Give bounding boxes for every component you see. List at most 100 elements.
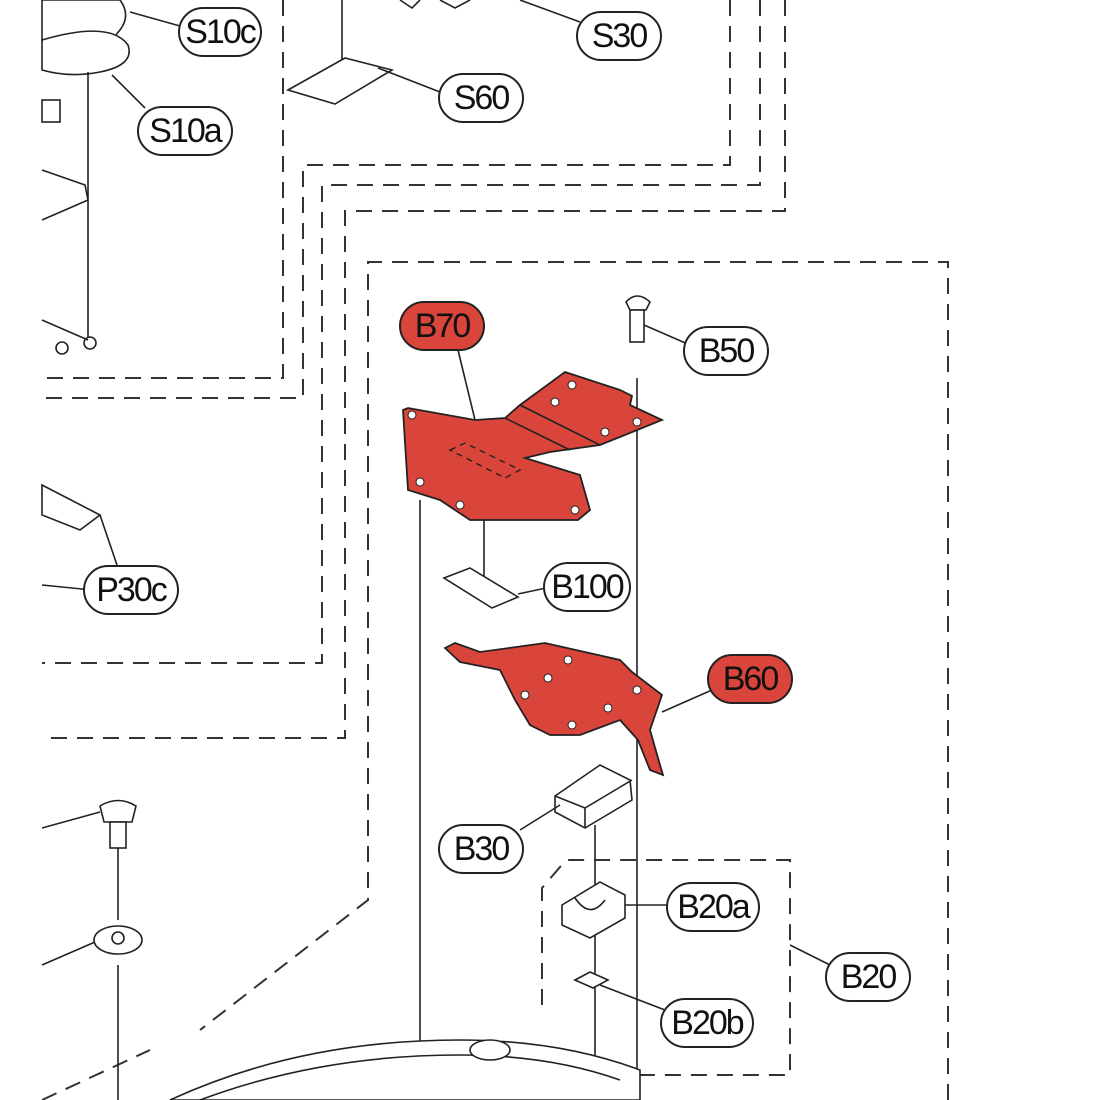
diagram-shape	[561, 881, 626, 939]
diagram-shape	[600, 427, 610, 437]
p30c-part	[41, 483, 102, 531]
callout-label: B20a	[677, 888, 750, 926]
b30-block	[519, 764, 633, 831]
screw-head-left	[99, 799, 137, 823]
b20a-clip	[561, 881, 670, 939]
callout-S10a: S10a	[137, 106, 233, 156]
callout-B50: B50	[683, 326, 769, 376]
b-parts	[169, 295, 831, 1100]
screw-shank-left	[109, 821, 127, 849]
diagram-shape	[554, 764, 633, 829]
callout-label: B100	[551, 568, 623, 606]
diagram-shape	[415, 477, 425, 487]
diagram-shape	[402, 371, 665, 521]
leader-b30	[519, 804, 561, 831]
left-parts	[41, 0, 143, 1100]
diagram-shape	[83, 565, 179, 615]
diagram-shape	[660, 998, 754, 1048]
diagram-shape	[576, 11, 662, 61]
diagram-shape	[567, 380, 577, 390]
callout-B20a: B20a	[666, 882, 760, 932]
boundary-outer	[42, 0, 786, 739]
boundary-b-group-tail	[41, 1049, 151, 1100]
diagram-shape	[603, 703, 613, 713]
leader-s60	[377, 67, 441, 93]
leaders-left	[41, 811, 101, 966]
diagram-shape	[629, 309, 645, 343]
callout-B20: B20	[825, 952, 911, 1002]
diagram-shape	[563, 655, 573, 665]
callout-P30c: P30c	[83, 565, 179, 615]
callout-S30: S30	[576, 11, 662, 61]
callout-S10c: S10c	[178, 7, 262, 57]
diagram-shape	[554, 779, 633, 828]
callout-label: B30	[454, 830, 510, 868]
diagram-shape	[707, 654, 793, 704]
leader-b20b	[599, 984, 666, 1011]
diagram-shape	[825, 952, 911, 1002]
diagram-shape	[407, 410, 417, 420]
diagram-shape	[632, 685, 642, 695]
b100-pad	[442, 567, 520, 609]
callout-B70: B70	[399, 301, 485, 351]
callout-label: S30	[592, 17, 648, 55]
callout-label: S10a	[149, 112, 222, 150]
callout-S60: S60	[438, 73, 524, 123]
leader-s10a	[111, 74, 146, 109]
diagram-shape	[399, 301, 485, 351]
diagram-shape	[520, 690, 530, 700]
diagram-shape	[438, 824, 524, 874]
diagram-shape	[111, 931, 125, 945]
callout-B30: B30	[438, 824, 524, 874]
diagram-shape	[438, 73, 524, 123]
b60-plate	[443, 642, 713, 777]
b20b-pad	[573, 971, 610, 989]
diagram-shape	[550, 397, 560, 407]
leader-b70	[457, 349, 476, 421]
leader-b100	[517, 587, 547, 595]
leader-b50	[643, 324, 691, 346]
b70-plate	[402, 349, 665, 521]
leader-s30	[519, 0, 581, 23]
callout-label: P30c	[96, 571, 167, 609]
leader-b60	[661, 689, 713, 713]
base-housing	[169, 1039, 641, 1100]
assembly-boundaries	[41, 0, 949, 1100]
s10-foot	[55, 341, 69, 355]
diagram-shape	[455, 500, 465, 510]
b50-screw	[625, 295, 691, 346]
callout-label: B20b	[671, 1004, 743, 1042]
boundary-s-group	[42, 0, 731, 399]
boundary-b20	[541, 859, 791, 1076]
diagram-shape	[543, 673, 553, 683]
s30-part	[399, 0, 471, 10]
callout-label: B20	[841, 958, 897, 996]
callout-B20b: B20b	[660, 998, 754, 1048]
s10a-part	[41, 30, 130, 76]
callout-label: B50	[699, 332, 755, 370]
callout-label: B60	[723, 660, 779, 698]
diagram-shape	[683, 326, 769, 376]
diagram-shape	[443, 642, 665, 777]
callout-B60: B60	[707, 654, 793, 704]
leader-p30c	[99, 514, 119, 569]
diagram-shape	[632, 417, 642, 427]
connector-part	[41, 99, 61, 123]
diagram-shape	[178, 7, 262, 57]
diagram-shape	[137, 106, 233, 156]
base-rim	[199, 1054, 621, 1100]
top-parts	[111, 0, 581, 109]
leader-s10c	[129, 11, 181, 27]
base-boss	[469, 1039, 511, 1061]
diagram-shape	[570, 505, 580, 515]
b70-cutout	[448, 442, 522, 479]
diagram-shape	[574, 897, 606, 911]
callout-label: S10c	[185, 13, 256, 51]
boundary-b-group	[199, 261, 949, 1100]
diagram-shape	[543, 562, 631, 612]
leader-b20	[789, 944, 831, 966]
s60-part	[285, 57, 395, 105]
diagram-shape	[625, 295, 651, 311]
